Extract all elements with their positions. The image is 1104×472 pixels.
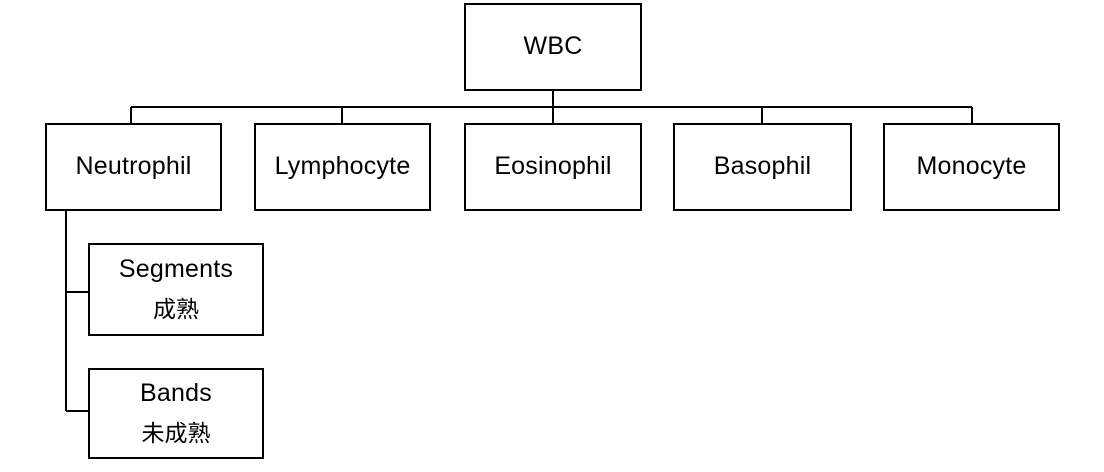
node-bands: Bands 未成熟 bbox=[88, 368, 264, 459]
node-monocyte-label: Monocyte bbox=[916, 152, 1027, 181]
node-segments: Segments 成熟 bbox=[88, 243, 264, 336]
node-basophil: Basophil bbox=[673, 123, 852, 211]
node-wbc-label: WBC bbox=[523, 32, 583, 61]
node-eosinophil: Eosinophil bbox=[464, 123, 642, 211]
node-lymphocyte-label: Lymphocyte bbox=[274, 152, 411, 181]
node-lymphocyte: Lymphocyte bbox=[254, 123, 431, 211]
node-monocyte: Monocyte bbox=[883, 123, 1060, 211]
node-segments-label: Segments bbox=[118, 255, 234, 284]
node-wbc: WBC bbox=[464, 3, 642, 91]
node-neutrophil: Neutrophil bbox=[45, 123, 222, 211]
node-segments-sublabel: 成熟 bbox=[153, 296, 199, 323]
node-eosinophil-label: Eosinophil bbox=[494, 152, 612, 181]
node-neutrophil-label: Neutrophil bbox=[75, 152, 192, 181]
node-bands-label: Bands bbox=[140, 379, 212, 408]
node-basophil-label: Basophil bbox=[713, 152, 812, 181]
node-bands-sublabel: 未成熟 bbox=[141, 420, 211, 447]
